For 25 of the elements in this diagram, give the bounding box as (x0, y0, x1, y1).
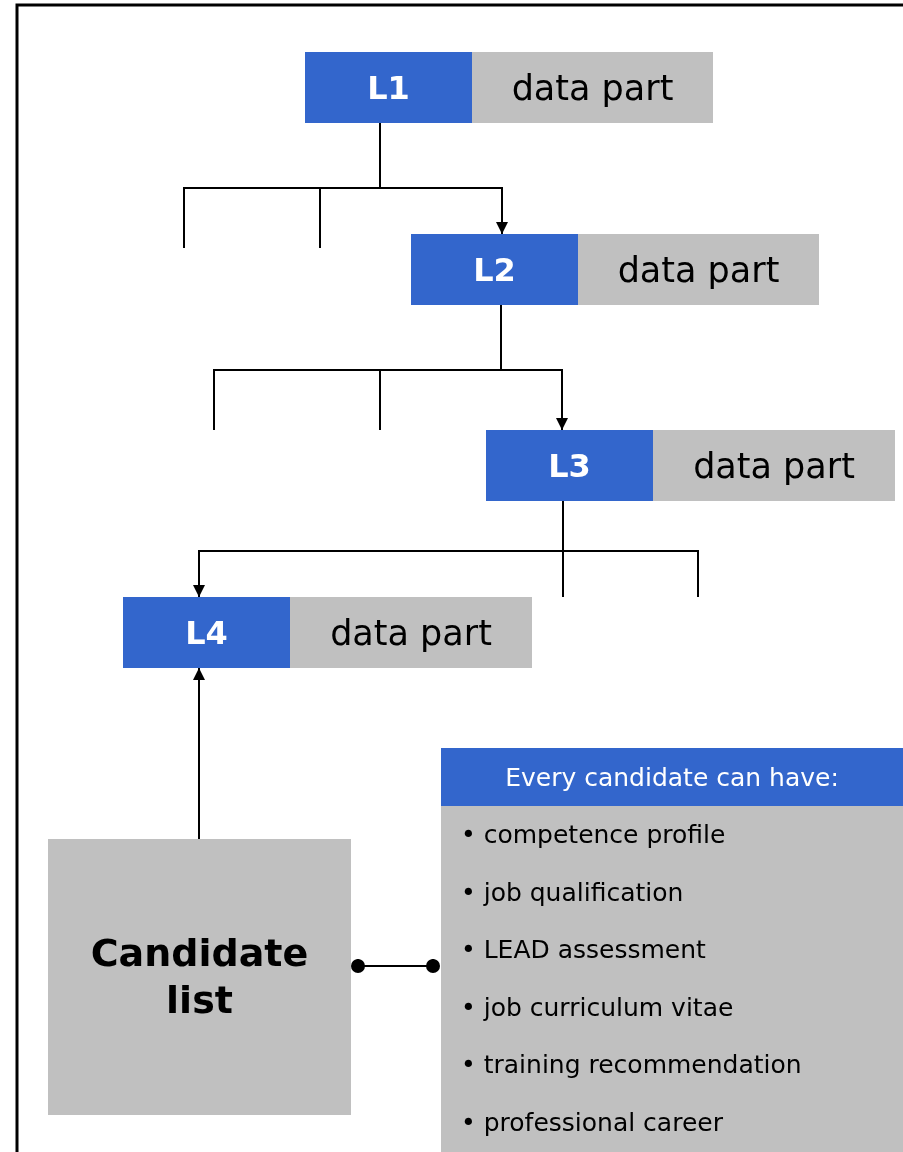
field-label: data part (329, 612, 493, 653)
record-bar (486, 430, 895, 501)
info-panel (441, 748, 903, 1152)
list-item: • job curriculum vitae (460, 991, 735, 1024)
connector-line (562, 500, 699, 598)
level-tag: L1 (305, 52, 472, 123)
process-box: Candidate list (48, 839, 351, 1115)
record-bar (123, 597, 532, 668)
field-label: data part (616, 249, 781, 290)
list-item: • job qualification (460, 876, 685, 909)
level-tag: L4 (123, 597, 290, 668)
list-item: • training recommendation (460, 1049, 803, 1081)
list-item: • LEAD assessment (460, 934, 707, 966)
link-line (351, 958, 440, 973)
arrow (193, 667, 205, 840)
field-label: data part (510, 67, 675, 108)
level-tag: L2 (411, 234, 578, 305)
list-item: • professional career (460, 1106, 724, 1139)
record-bar (305, 52, 713, 123)
field-label: data part (692, 445, 856, 486)
record-bar (411, 234, 819, 305)
list-item: • competence profile (460, 819, 727, 851)
connector-line (319, 122, 381, 249)
panel-header: Every candidate can have: (441, 748, 903, 806)
level-tag: L3 (486, 430, 653, 501)
